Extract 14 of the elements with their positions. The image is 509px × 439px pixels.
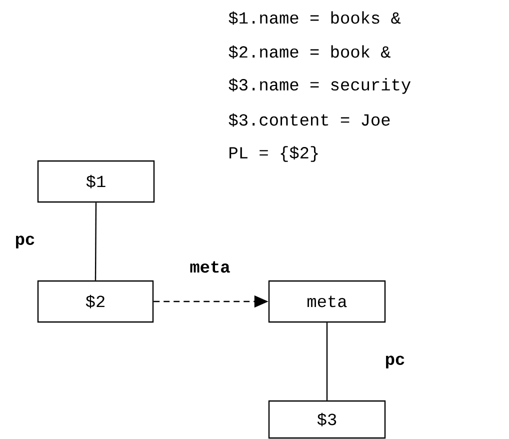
connector bbox=[326, 322, 328, 400]
edge-label: pc bbox=[16, 236, 34, 248]
code-line: $2.name = book & bbox=[228, 45, 390, 59]
edge-label: meta bbox=[190, 261, 230, 273]
connector bbox=[94, 202, 97, 280]
edge-label: pc bbox=[386, 356, 404, 368]
code-line: $3.name = security bbox=[228, 78, 411, 94]
node-box: $1 bbox=[37, 160, 155, 203]
code-line: PL = {$2} bbox=[230, 146, 318, 162]
code-line: $1.name = books & bbox=[228, 11, 401, 25]
code-line: $3.content = Joe bbox=[228, 113, 390, 127]
node-box: $3 bbox=[268, 400, 386, 439]
node-box: $2 bbox=[37, 280, 154, 323]
node-box: meta bbox=[268, 280, 386, 323]
